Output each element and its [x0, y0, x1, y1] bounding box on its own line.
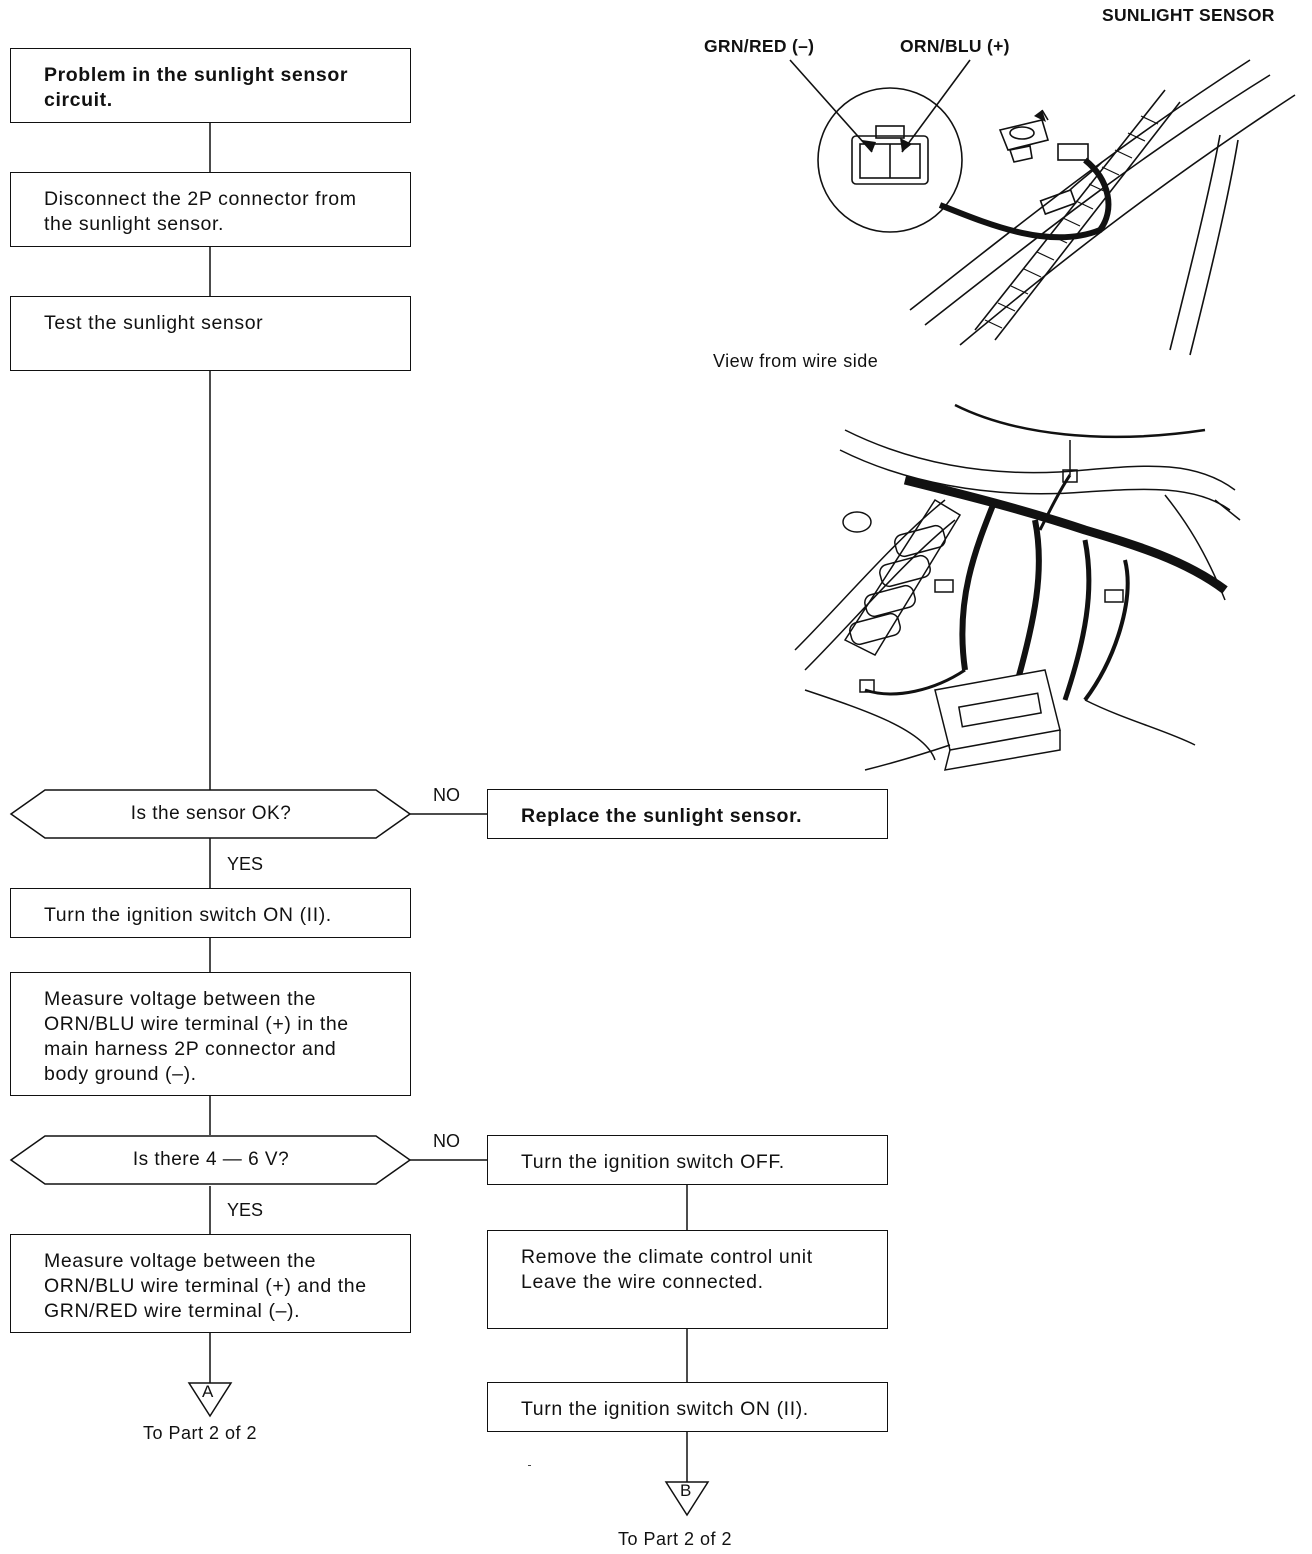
no-label-1: NO	[433, 785, 460, 805]
step-ignition-on-2-box: Turn the ignition switch ON (II).	[487, 1382, 888, 1432]
to-part-a-label: To Part 2 of 2	[143, 1423, 258, 1443]
step-test-sensor-text: Test the sunlight sensor	[44, 312, 264, 334]
connector-b-triangle	[664, 1481, 710, 1517]
to-part-b-label: To Part 2 of 2	[618, 1529, 733, 1549]
step-measure-ground-box: Measure voltage between the ORN/BLU wire…	[10, 972, 411, 1096]
step-ignition-on-2-text: Turn the ignition switch ON (II).	[521, 1398, 809, 1420]
step-measure-terminals-text: Measure voltage between the ORN/BLU wire…	[44, 1250, 367, 1322]
step-ignition-on-box: Turn the ignition switch ON (II).	[10, 888, 411, 938]
decision-shape-1	[9, 789, 412, 839]
decision-shape-2	[9, 1135, 412, 1185]
step-problem-box: Problem in the sunlight sensor circuit.	[10, 48, 411, 123]
step-ignition-on-text: Turn the ignition switch ON (II).	[44, 904, 332, 926]
connector-b-letter: B	[680, 1481, 692, 1500]
stray-mark	[528, 1465, 531, 1466]
step-disconnect-text: Disconnect the 2P connector from the sun…	[44, 188, 357, 235]
step-measure-terminals-box: Measure voltage between the ORN/BLU wire…	[10, 1234, 411, 1333]
yes-label-1: YES	[227, 854, 264, 874]
decision-voltage-label: Is there 4 — 6 V?	[132, 1149, 290, 1170]
step-ignition-off-box: Turn the ignition switch OFF.	[487, 1135, 888, 1185]
wire-neg-callout: GRN/RED (–)	[704, 36, 815, 56]
yes-label-2: YES	[227, 1200, 264, 1220]
wire-pos-callout: ORN/BLU (+)	[900, 36, 1010, 56]
replace-sensor-text: Replace the sunlight sensor.	[521, 805, 803, 827]
step-problem-text: Problem in the sunlight sensor circuit.	[44, 64, 349, 111]
step-test-sensor-box: Test the sunlight sensor	[10, 296, 411, 371]
connector-a-letter: A	[202, 1382, 214, 1401]
replace-sensor-box: Replace the sunlight sensor.	[487, 789, 888, 839]
dashboard-harness-illustration	[794, 403, 1241, 771]
no-label-2: NO	[433, 1131, 460, 1151]
step-ignition-off-text: Turn the ignition switch OFF.	[521, 1151, 785, 1173]
sunlight-sensor-callout: SUNLIGHT SENSOR	[1102, 5, 1275, 25]
sensor-detail-illustration	[789, 59, 1296, 356]
decision-sensor-ok-label: Is the sensor OK?	[130, 803, 292, 824]
step-remove-unit-box: Remove the climate control unit Leave th…	[487, 1230, 888, 1329]
step-measure-ground-text: Measure voltage between the ORN/BLU wire…	[44, 988, 349, 1085]
step-disconnect-box: Disconnect the 2P connector from the sun…	[10, 172, 411, 247]
step-remove-unit-text: Remove the climate control unit Leave th…	[521, 1246, 813, 1293]
view-caption: View from wire side	[713, 351, 879, 371]
connector-a-triangle	[187, 1382, 233, 1418]
